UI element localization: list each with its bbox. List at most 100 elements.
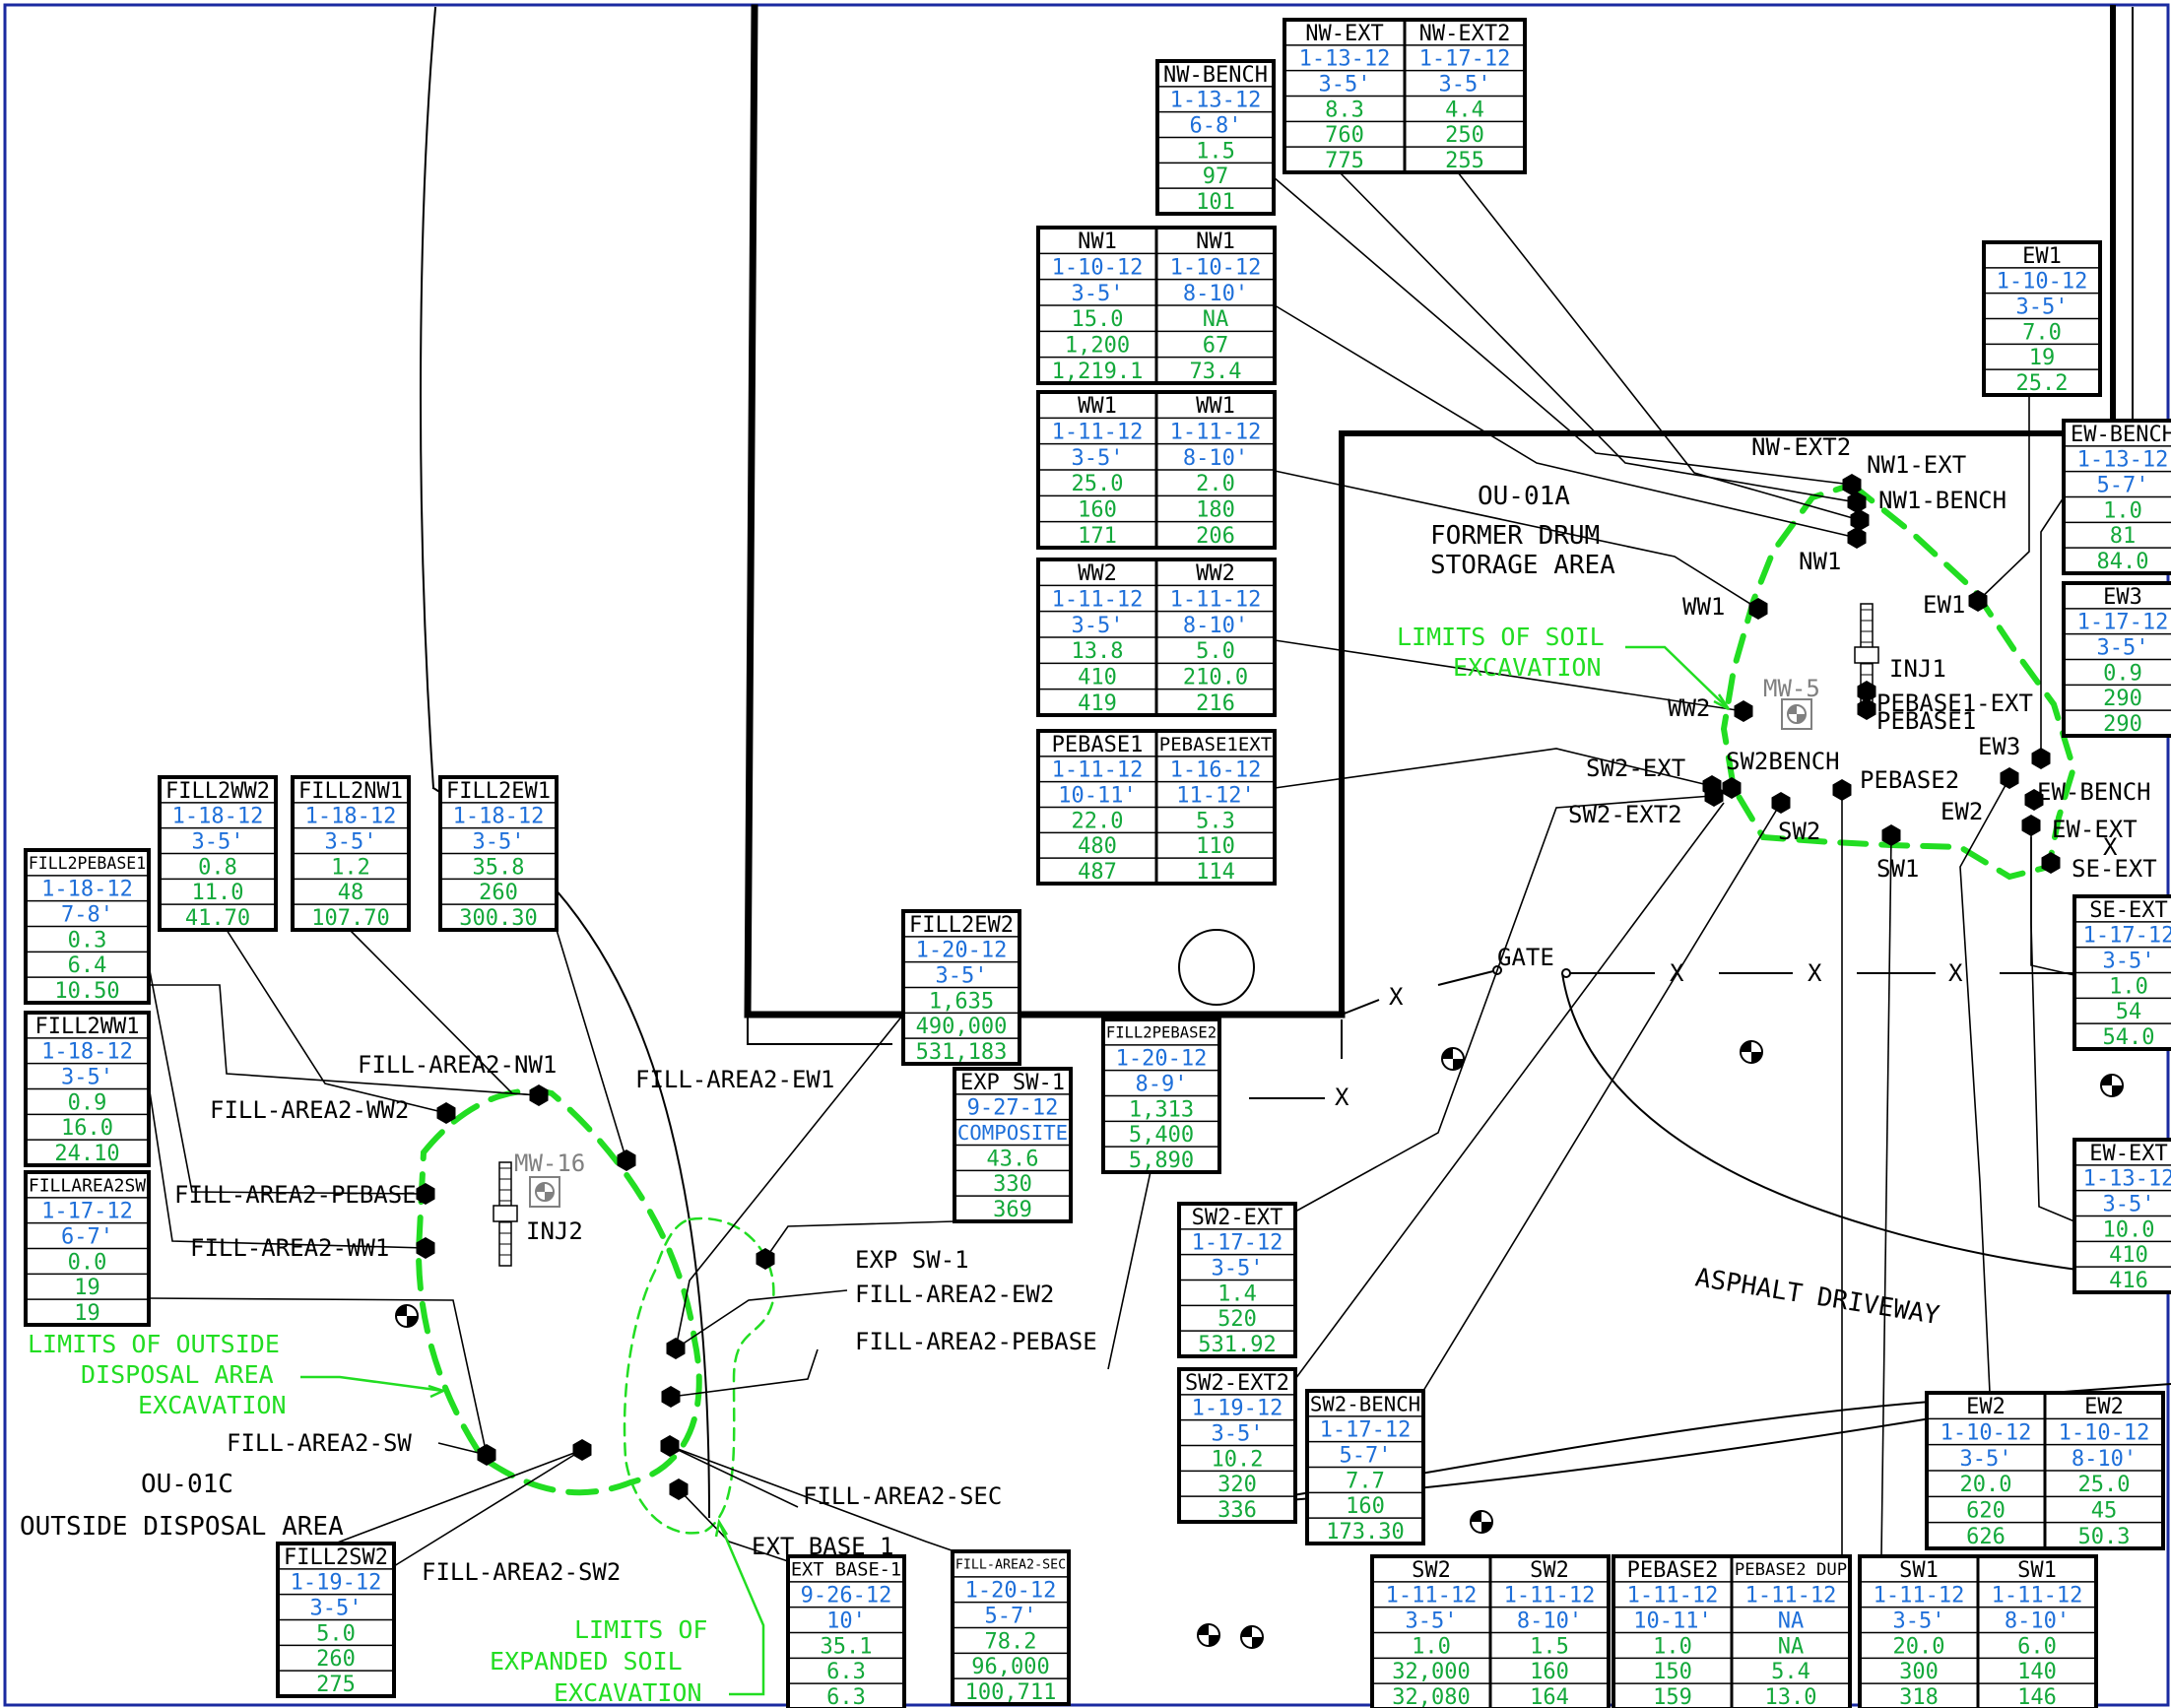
result-box-value: 1-19-12	[1192, 1397, 1283, 1421]
result-box-value: 3-5'	[1960, 1447, 2012, 1472]
result-box-value: 3-5'	[310, 1597, 362, 1621]
result-box-value: 150	[1653, 1660, 1692, 1684]
result-box-value: 19	[74, 1301, 100, 1326]
result-box-title: WW1	[1078, 394, 1117, 419]
driveway-label: ASPHALT DRIVEWAY	[1693, 1263, 1941, 1331]
result-box-value: 760	[1325, 123, 1364, 148]
sample-marker-fill-area2-pebase1	[416, 1183, 435, 1205]
soil-limit-label-2: EXCAVATION	[1453, 653, 1602, 682]
sample-marker-pebase1	[1857, 698, 1876, 720]
result-box-value: COMPOSITE	[957, 1121, 1068, 1145]
result-box-value: 1-10-12	[1997, 270, 2088, 295]
result-box-title: PEBASE2 DUP	[1735, 1560, 1847, 1580]
well-label-mw16: MW-16	[514, 1150, 585, 1177]
result-box-value: 3-5'	[1212, 1257, 1264, 1281]
result-box-value: 300.30	[459, 906, 537, 931]
sample-marker-fill-area2-ww2	[436, 1102, 456, 1124]
sample-marker-exp-sw-1	[756, 1248, 775, 1270]
sample-marker-nw-ext2	[1842, 474, 1862, 495]
result-box-value: 3-5'	[2097, 636, 2149, 661]
leader-lines	[146, 171, 2075, 1567]
result-box-value: 10-11'	[1058, 784, 1136, 809]
result-box-value: 9-26-12	[801, 1584, 892, 1609]
outside-disposal-limit	[415, 1087, 702, 1496]
result-box-value: 160	[1530, 1660, 1569, 1684]
result-box-value: 3-5'	[1212, 1422, 1264, 1447]
limit-leaders	[300, 645, 1731, 1696]
sample-marker-fill-area2-ww1	[416, 1237, 435, 1259]
result-box-title: FILL2NW1	[298, 779, 403, 804]
result-box-value: 7.0	[2022, 320, 2062, 345]
svg-text:X: X	[1808, 959, 1822, 987]
result-box-title: SW2-EXT	[1192, 1206, 1283, 1230]
svg-text:X: X	[1335, 1084, 1349, 1111]
sample-label-fill-area2-ww1: FILL-AREA2-WW1	[190, 1234, 389, 1262]
result-box-title: EW2	[1966, 1395, 2006, 1419]
result-box-value: 1-11-12	[1170, 420, 1262, 444]
result-box-value: 250	[1445, 123, 1484, 148]
result-box-value: 1-17-12	[1419, 47, 1511, 72]
result-box-value: 11.0	[192, 881, 244, 905]
leader-line	[764, 1220, 955, 1260]
result-box-ww1: WW11-11-123-5'25.0160171WW11-11-128-10'2…	[1036, 390, 1277, 550]
benchmark-fill	[1471, 1511, 1492, 1533]
result-box-value: 3-5'	[1439, 73, 1491, 98]
result-box-value: 84.0	[2097, 550, 2149, 574]
result-box-value: 19	[2029, 346, 2056, 370]
result-box-value: 96,000	[971, 1655, 1049, 1679]
leader-line	[1422, 802, 1782, 1392]
result-box-value: 330	[993, 1172, 1032, 1197]
sample-marker-ww1	[1748, 598, 1768, 620]
result-box-value: 25.0	[1072, 472, 1124, 496]
result-box-value: 13.8	[1072, 639, 1124, 664]
result-box-value: 8-9'	[1136, 1073, 1188, 1097]
result-box-value: 6-8'	[1190, 114, 1242, 139]
result-box-nw-ext: NW-EXT1-13-123-5'8.3760775NW-EXT21-17-12…	[1283, 18, 1527, 174]
leader-line	[675, 1014, 904, 1349]
result-box-value: 5,890	[1129, 1149, 1194, 1173]
result-box-value: 3-5'	[61, 1066, 113, 1090]
sample-marker-fill-area2-pebase	[661, 1386, 681, 1408]
result-box-value: 32,080	[1392, 1685, 1470, 1708]
result-box-value: 45	[2091, 1498, 2118, 1523]
result-box-value: 1.0	[2109, 974, 2148, 999]
result-box-value: 48	[338, 881, 364, 905]
sample-marker-fill-area2-sec	[660, 1435, 680, 1457]
leader-line	[1339, 171, 1858, 503]
limit-labels: LIMITS OF SOIL EXCAVATION LIMITS OF OUTS…	[28, 623, 1605, 1707]
sample-label-nw1-bench: NW1-BENCH	[1878, 487, 2007, 514]
monitoring-well-icon	[529, 1176, 560, 1208]
sample-marker-pebase1-ext	[1857, 681, 1876, 702]
result-box-pebase1: PEBASE11-11-1210-11'22.0480487PEBASE1EXT…	[1036, 729, 1277, 886]
result-box-nw1: NW11-10-123-5'15.01,2001,219.1NW11-10-12…	[1036, 226, 1277, 385]
leader-line	[556, 929, 627, 1161]
result-box-value: 1-11-12	[1627, 1584, 1719, 1609]
result-box-value: 8-10'	[1183, 614, 1248, 638]
result-box-value: 3-5'	[2103, 1193, 2155, 1217]
sample-label-ew3: EW3	[1978, 733, 2020, 760]
result-box-value: 260	[316, 1647, 356, 1672]
result-box-value: 7-8'	[61, 903, 113, 928]
result-box-value: 210.0	[1183, 665, 1248, 690]
result-box-value: 146	[2017, 1685, 2057, 1708]
result-box-value: 160	[1346, 1494, 1385, 1519]
result-box-value: 3-5'	[473, 830, 525, 855]
sample-label-fill-area2-pebase1: FILL-AREA2-PEBASE1	[174, 1181, 430, 1209]
svg-text:X: X	[1389, 983, 1404, 1011]
benchmark-fill	[1241, 1626, 1263, 1648]
leader-line	[147, 959, 427, 1195]
result-box-title: FILL2EW2	[909, 913, 1014, 938]
result-box-value: 1,313	[1129, 1097, 1194, 1122]
sample-label-fill-area2-nw1: FILL-AREA2-NW1	[358, 1051, 557, 1079]
result-box-value: 110	[1196, 834, 1235, 859]
result-box-value: NA	[1778, 1609, 1805, 1634]
leader-line	[1274, 748, 1713, 789]
